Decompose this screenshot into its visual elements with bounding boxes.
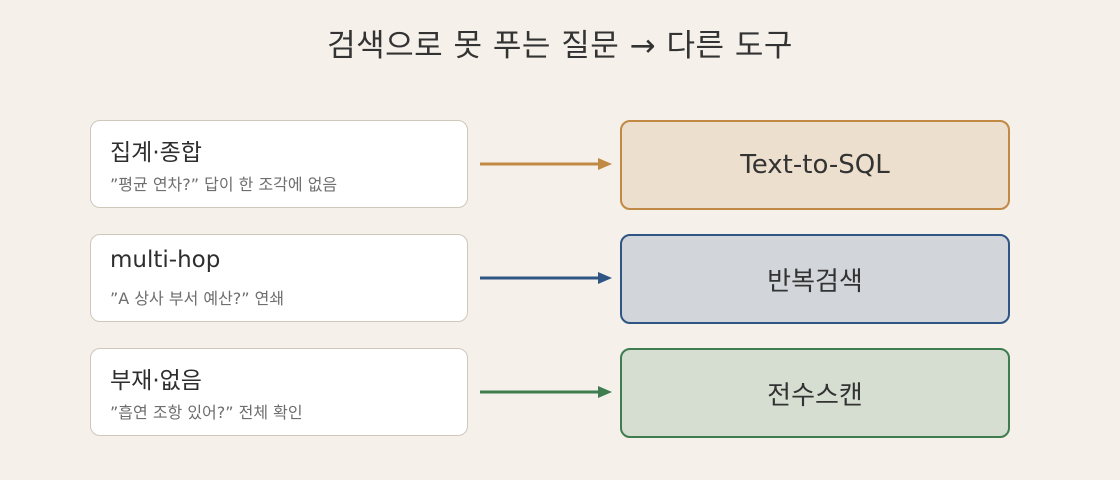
arrow-right-icon bbox=[480, 158, 612, 170]
problem-title: 집계·종합 bbox=[110, 140, 202, 166]
diagram-title: 검색으로 못 푸는 질문 → 다른 도구 bbox=[327, 28, 793, 64]
problem-title: 부재·없음 bbox=[110, 368, 202, 394]
problem-example: ”평균 연차?” 답이 한 조각에 없음 bbox=[110, 175, 338, 194]
row-absence: 부재·없음 ”흡연 조항 있어?” 전체 확인 전수스캔 bbox=[0, 348, 1120, 438]
problem-example: ”흡연 조항 있어?” 전체 확인 bbox=[110, 403, 303, 422]
arrow-head bbox=[598, 272, 612, 284]
tool-box: 반복검색 bbox=[620, 234, 1010, 324]
row-multi-hop: multi-hop ”A 상사 부서 예산?” 연쇄 반복검색 bbox=[0, 234, 1120, 324]
problem-box: 집계·종합 ”평균 연차?” 답이 한 조각에 없음 bbox=[90, 120, 468, 208]
arrow-right-icon bbox=[480, 272, 612, 284]
arrow-head bbox=[598, 386, 612, 398]
problem-box: 부재·없음 ”흡연 조항 있어?” 전체 확인 bbox=[90, 348, 468, 436]
tool-box: 전수스캔 bbox=[620, 348, 1010, 438]
row-aggregation: 집계·종합 ”평균 연차?” 답이 한 조각에 없음 Text-to-SQL bbox=[0, 120, 1120, 210]
problem-box: multi-hop ”A 상사 부서 예산?” 연쇄 bbox=[90, 234, 468, 322]
problem-title: multi-hop bbox=[110, 247, 221, 273]
arrow-right-icon bbox=[480, 386, 612, 398]
tool-box: Text-to-SQL bbox=[620, 120, 1010, 210]
problem-example: ”A 상사 부서 예산?” 연쇄 bbox=[110, 289, 285, 308]
arrow-head bbox=[598, 158, 612, 170]
